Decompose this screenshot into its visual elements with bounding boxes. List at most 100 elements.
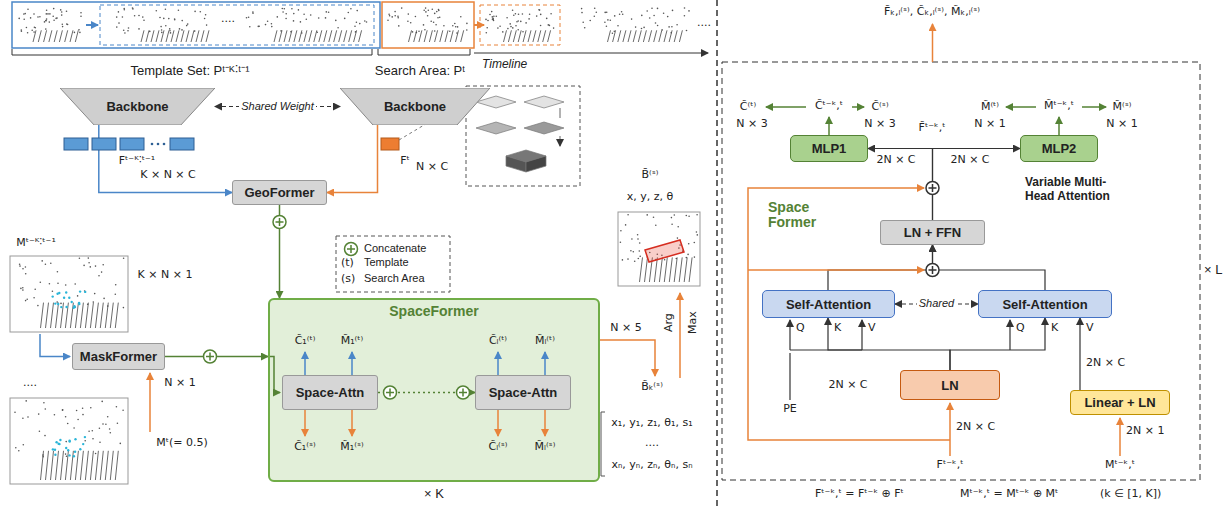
line-art [120,138,144,150]
fence-stroke [329,30,332,42]
line-art [524,96,564,108]
point [74,283,76,285]
point [62,24,64,26]
point [485,19,487,21]
line-art [828,117,830,135]
point [435,24,437,26]
point [622,14,624,16]
point [325,17,327,19]
point [18,18,20,20]
line-art [12,2,380,48]
point [45,20,47,22]
fence-stroke [518,30,521,42]
point [80,12,82,14]
point [410,22,412,24]
point [37,305,39,307]
fence-stroke [643,30,646,42]
mask-point [69,440,71,442]
point [66,11,68,13]
point [249,26,251,28]
fence-stroke [679,30,682,42]
mask-point [74,306,76,308]
point [61,11,63,13]
point [25,400,27,402]
fence-stroke [649,30,652,42]
point [639,250,641,252]
line-art [766,106,806,108]
mask-point [78,302,80,304]
line-art [645,240,684,262]
point [646,10,648,12]
point [60,9,62,11]
point [293,20,295,22]
point [614,15,616,17]
point [507,28,509,30]
text-label: .... [23,376,37,389]
line-art [506,156,526,172]
mask-point [54,454,56,456]
point [418,30,420,32]
point [522,13,524,15]
point [606,25,608,27]
fence-stroke [669,257,672,282]
point [627,214,629,216]
point [118,11,120,13]
point [65,441,67,443]
point [134,15,136,17]
point [489,14,491,16]
fence-stroke [689,257,692,282]
trapezoid-outline [60,88,215,125]
legend-text: Template [364,256,409,269]
line-art [457,386,470,399]
point [688,216,690,218]
point [394,15,396,17]
point [102,264,104,266]
fence-stroke [304,30,307,42]
point [335,20,337,22]
fence-stroke [80,303,83,328]
text-label: × L [1204,262,1222,278]
point [169,28,171,30]
point [497,27,499,29]
line-art [716,0,718,506]
point [174,19,176,21]
point [584,27,586,29]
fence-stroke [59,30,62,42]
line-art [544,410,546,436]
fence-stroke [38,30,41,42]
fence-stroke [46,303,49,328]
text-label: B̃ₖ⁽ˢ⁾ [641,380,663,393]
fence-stroke [95,451,98,480]
line-art [14,7,698,480]
text-label: N × 1 [164,376,195,389]
fence-stroke [645,257,648,282]
point [45,408,47,410]
point [132,8,134,10]
text-label: 2N × C [1086,356,1125,369]
point [22,287,24,289]
point [651,7,653,9]
point [589,20,591,22]
point [525,22,527,24]
text-label: Q [1016,321,1025,334]
point [181,29,183,31]
point [46,18,48,20]
point [88,262,90,264]
line-art [1082,106,1106,108]
point [337,27,339,29]
point [98,275,100,277]
text-label: Q [796,321,805,334]
point [300,21,302,23]
point [364,20,366,22]
point [677,226,679,228]
line-art [600,340,655,376]
fence-stroke [319,30,322,42]
point [391,16,393,18]
point [94,293,96,295]
mask-point [84,436,86,438]
connector [868,149,933,221]
point [540,25,542,27]
node-label: Space-Attn [489,385,558,400]
fence-stroke [533,30,536,42]
point [492,18,494,20]
